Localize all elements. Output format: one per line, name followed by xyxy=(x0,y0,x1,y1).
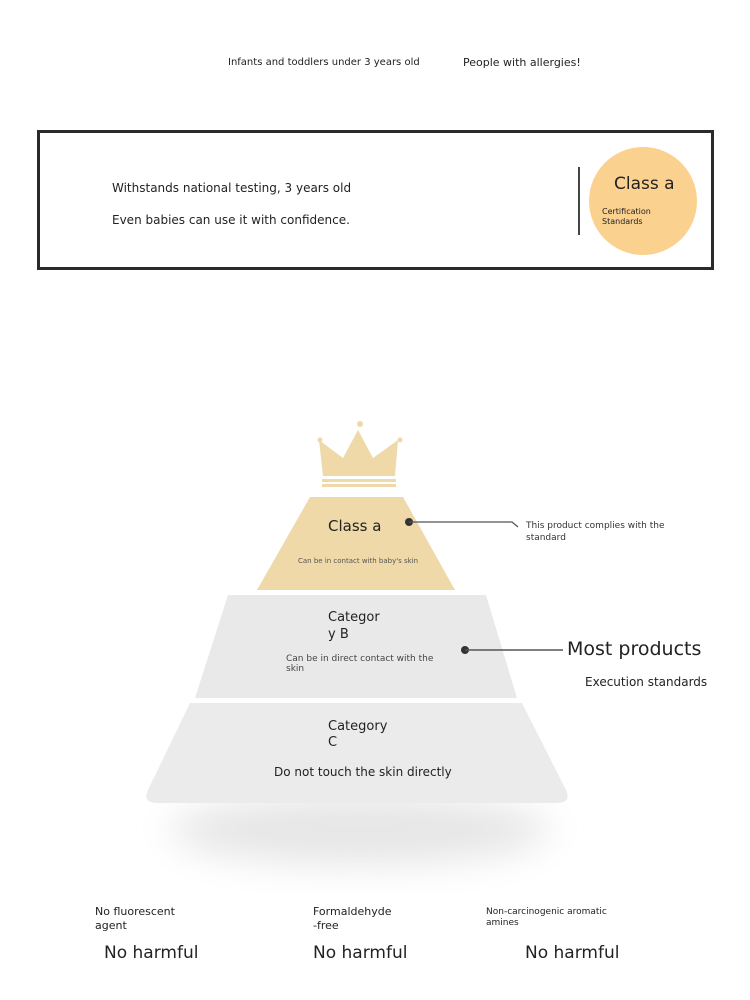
banner-line-2: Even babies can use it with confidence. xyxy=(112,213,350,227)
tier-b-desc-1: Can be in direct contact with the xyxy=(286,654,434,664)
certification-banner xyxy=(37,130,714,270)
feature-2-label-2: -free xyxy=(313,919,339,932)
tier-a-title: Class a xyxy=(328,517,382,535)
tier-category-c xyxy=(146,703,568,803)
callout-a-2: standard xyxy=(526,533,566,543)
badge-title: Class a xyxy=(614,174,675,194)
infants-label: Infants and toddlers under 3 years old xyxy=(228,57,420,68)
tier-c-title-1: Category xyxy=(328,719,388,734)
crown-icon xyxy=(317,421,403,487)
banner-line-1: Withstands national testing, 3 years old xyxy=(112,181,352,195)
divider xyxy=(578,167,580,235)
tier-b-title-1: Categor xyxy=(328,610,380,625)
tier-c-desc: Do not touch the skin directly xyxy=(274,765,452,779)
feature-3-label-2: amines xyxy=(486,918,519,928)
badge-sub-2: Standards xyxy=(602,217,643,226)
feature-3-value: No harmful xyxy=(525,943,620,963)
tier-a-desc: Can be in contact with baby's skin xyxy=(298,557,419,565)
callout-b: Most products xyxy=(567,638,702,660)
tier-b-title-2: y B xyxy=(328,627,349,642)
tier-c-title-2: C xyxy=(328,735,338,750)
feature-2-value: No harmful xyxy=(313,943,408,963)
tier-class-a xyxy=(257,497,455,590)
feature-3-label-1: Non-carcinogenic aromatic xyxy=(486,907,607,917)
feature-1-label-1: No fluorescent xyxy=(95,905,175,918)
feature-2-label-1: Formaldehyde xyxy=(313,905,392,918)
pyramid-shadow xyxy=(170,795,550,865)
callout-b-sub: Execution standards xyxy=(585,675,708,689)
class-a-badge xyxy=(589,147,697,255)
badge-sub-1: Certification xyxy=(602,207,651,216)
allergies-label: People with allergies! xyxy=(463,56,581,69)
tier-category-b xyxy=(195,595,517,698)
tier-b-desc-2: skin xyxy=(286,664,305,674)
callout-line-a xyxy=(409,521,519,528)
feature-1-value: No harmful xyxy=(104,943,199,963)
callout-a-1: This product complies with the xyxy=(526,521,665,531)
feature-1-label-2: agent xyxy=(95,919,127,932)
